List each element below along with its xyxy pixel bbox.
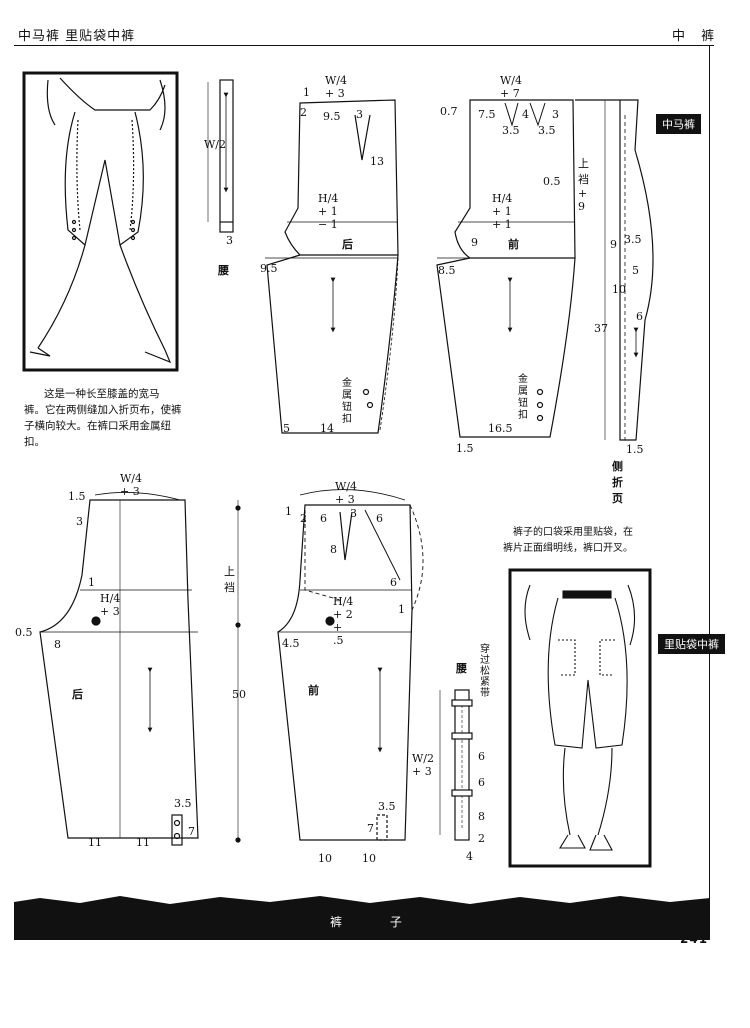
back-leg-1: [266, 254, 399, 434]
side-tab-pants2: 里贴袋中裤: [658, 634, 725, 654]
back-piece-2: [39, 499, 199, 839]
front-piece-2: [277, 504, 413, 841]
illustration-frame-2: [508, 568, 652, 868]
header-rule: [14, 45, 714, 46]
running-header-left: 中马裤 里贴袋中裤: [18, 29, 136, 44]
page-number: 241: [680, 932, 709, 946]
caption-bottom: 裤子的口袋采用里贴袋，在 裤片正面缉明线，裤口开叉。: [503, 527, 633, 554]
side-tab-pants1: 中马裤: [656, 114, 701, 134]
waistband-1: [219, 79, 234, 233]
footer-chapter-label: 裤 子: [330, 915, 424, 929]
waistband-2: [454, 689, 470, 841]
front-leg-1: [436, 257, 576, 438]
caption-top: 这是一种长至膝盖的宽马 裤。它在两侧缝加入折页布，使裤 子横向较大。在裤口采用金…: [24, 388, 182, 448]
side-fold-1: [575, 99, 654, 441]
figure-2: [524, 584, 636, 851]
illustration-frame-1: [22, 71, 179, 372]
back-piece-1: [284, 99, 399, 256]
margin-rule: [709, 45, 710, 900]
footer-band: [14, 896, 710, 940]
running-header-right: 中 裤: [672, 29, 721, 44]
figure-1: [29, 77, 172, 364]
